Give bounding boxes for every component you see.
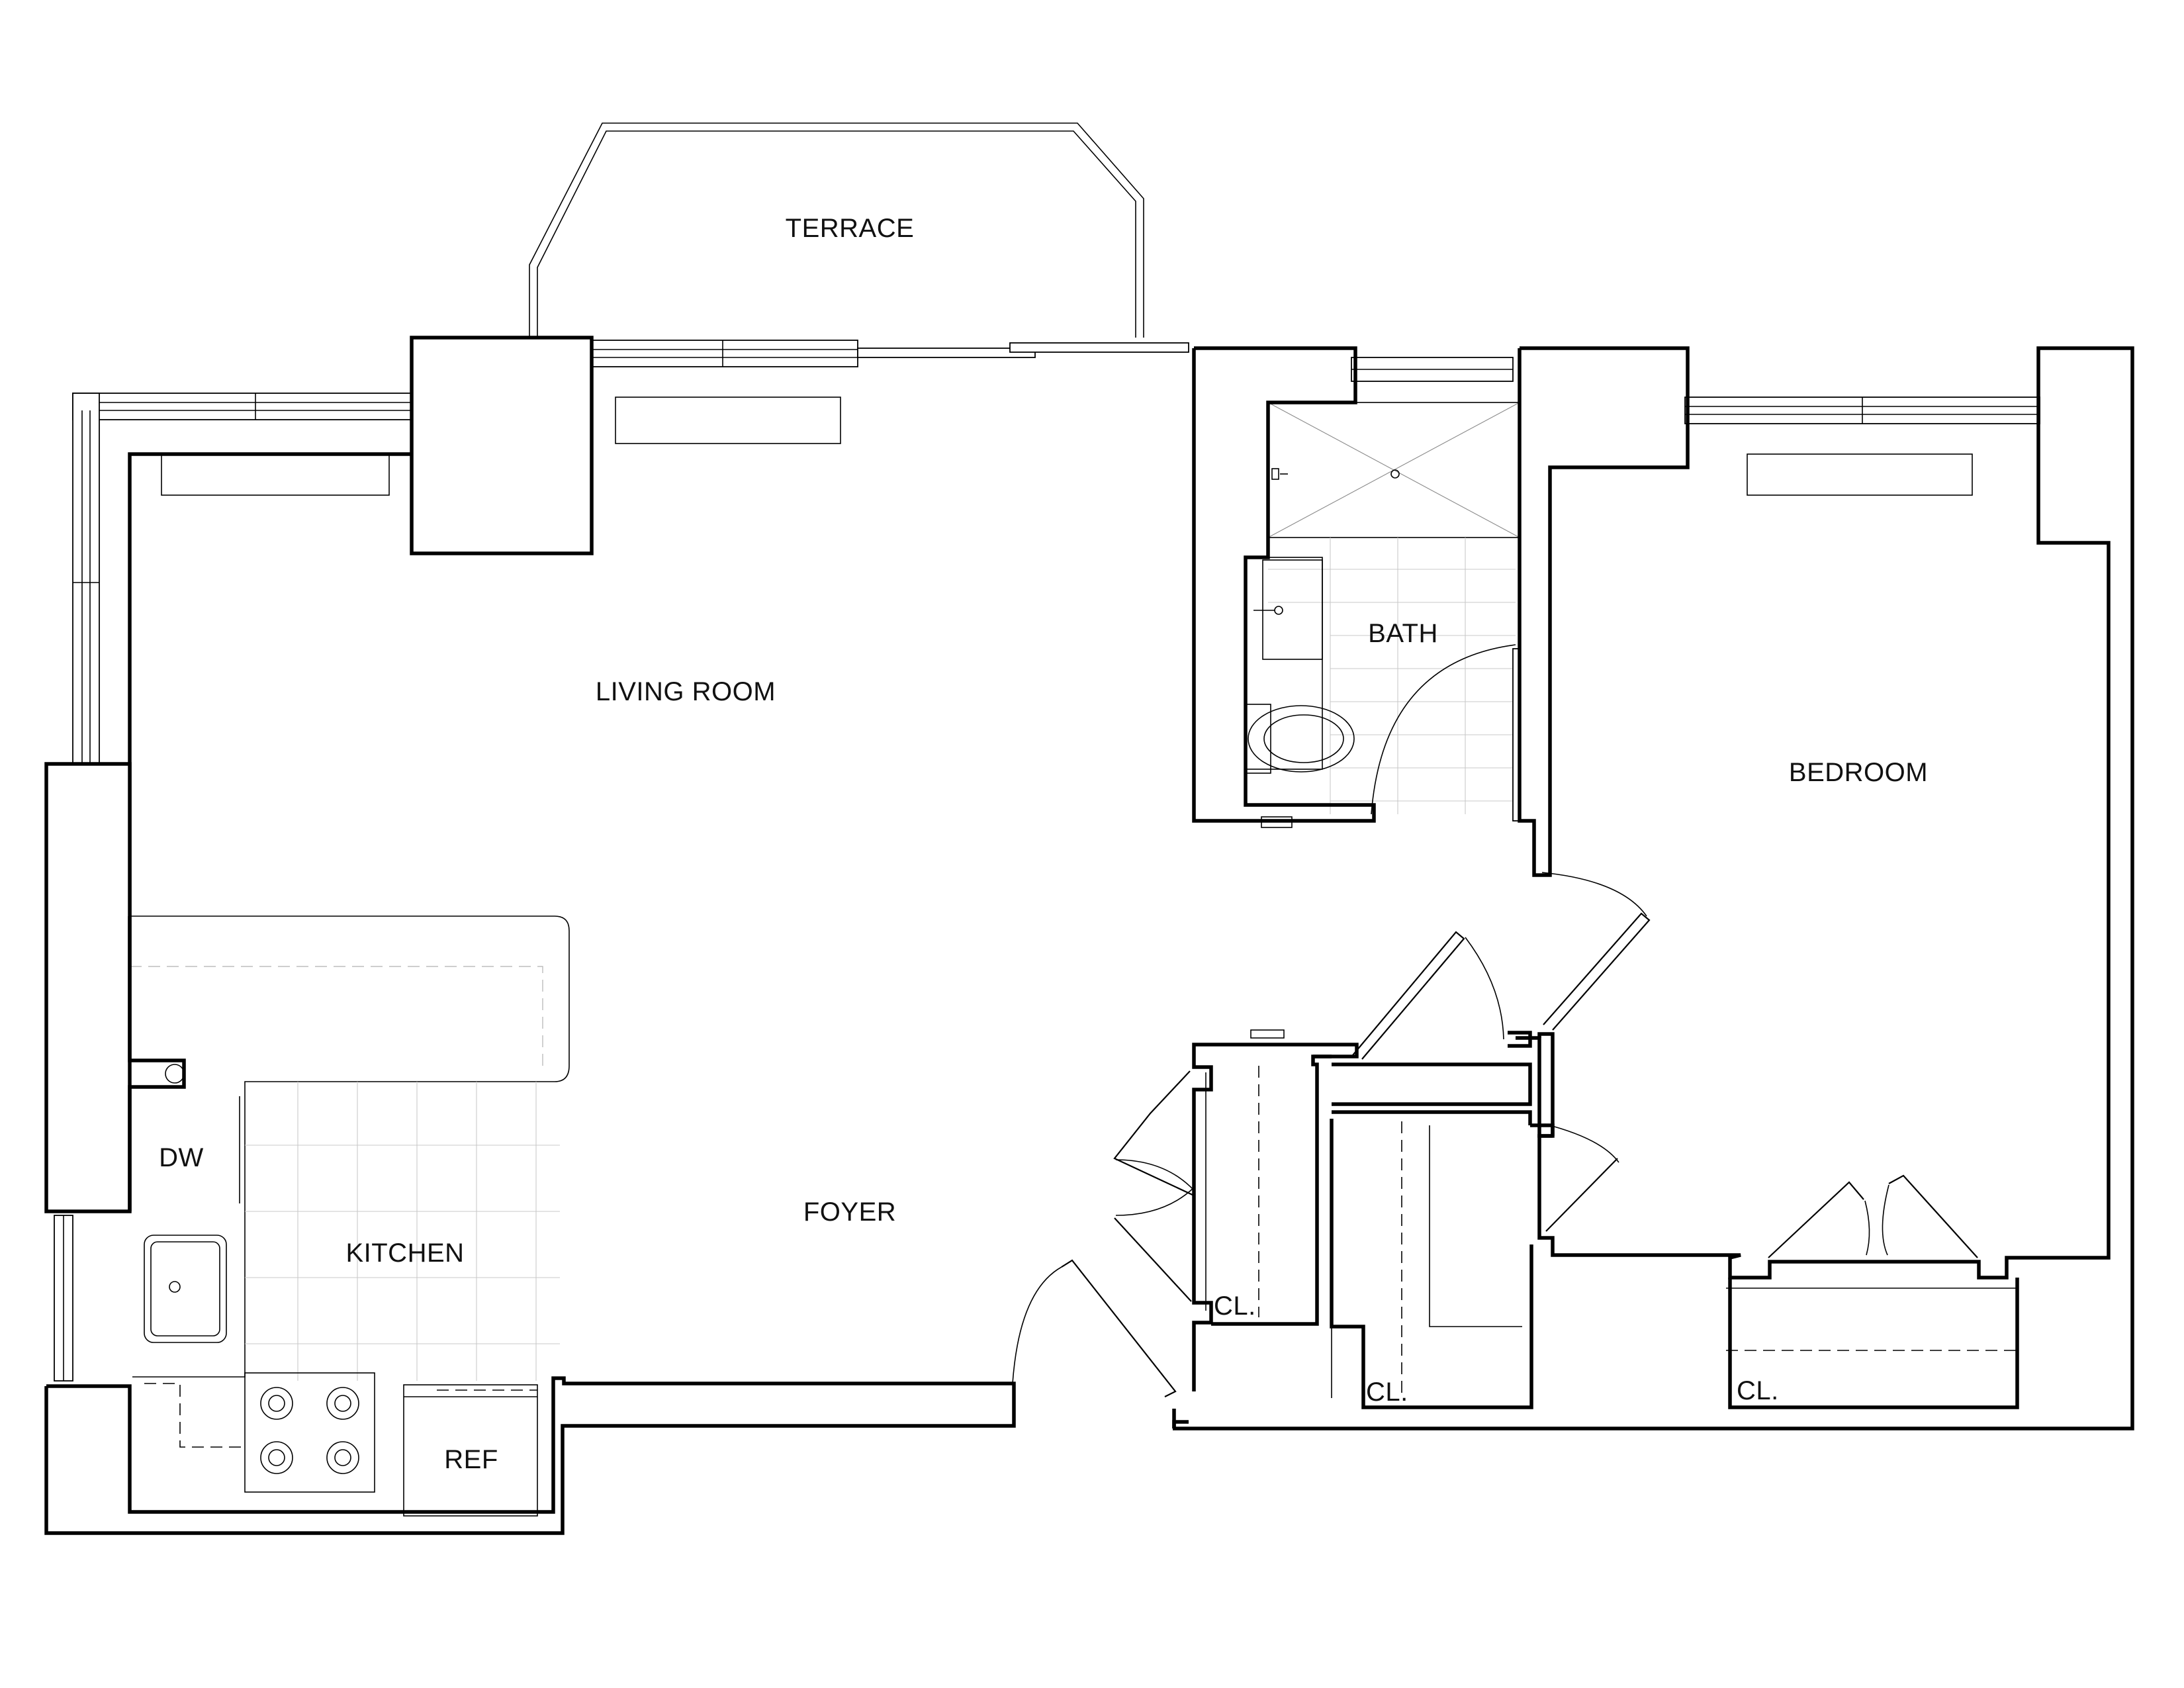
bath-vanity-sink bbox=[1245, 557, 1323, 770]
bath-tub bbox=[1267, 402, 1520, 538]
kitchen-counter bbox=[130, 915, 570, 1378]
bedroom-label: BEDROOM bbox=[1789, 758, 1928, 787]
terrace-label: TERRACE bbox=[786, 214, 915, 243]
windows bbox=[54, 340, 2040, 1382]
toilet bbox=[1245, 704, 1355, 774]
kitchen-sink bbox=[144, 1235, 227, 1343]
living-room-label: LIVING ROOM bbox=[596, 677, 776, 706]
kitchen-floor-tiles bbox=[245, 1082, 560, 1381]
stove bbox=[244, 1372, 375, 1493]
closet-shelves bbox=[1205, 1029, 2017, 1398]
closet-label-1: CL. bbox=[1214, 1291, 1256, 1321]
walls bbox=[44, 336, 2134, 1535]
foyer-label: FOYER bbox=[803, 1197, 896, 1227]
bath-label: BATH bbox=[1368, 619, 1438, 648]
bath-floor-tiles bbox=[1268, 538, 1516, 814]
doors bbox=[1012, 644, 1978, 1397]
closet-label-2: CL. bbox=[1366, 1378, 1408, 1407]
radiators bbox=[161, 397, 1973, 496]
room-labels: TERRACE LIVING ROOM BATH BEDROOM DW KITC… bbox=[159, 214, 1928, 1474]
ref-label: REF bbox=[444, 1445, 498, 1474]
dw-label: DW bbox=[159, 1143, 204, 1172]
closet-label-3: CL. bbox=[1737, 1376, 1779, 1405]
terrace bbox=[529, 122, 1144, 338]
kitchen-label: KITCHEN bbox=[345, 1239, 464, 1268]
refrigerator bbox=[403, 1384, 538, 1517]
